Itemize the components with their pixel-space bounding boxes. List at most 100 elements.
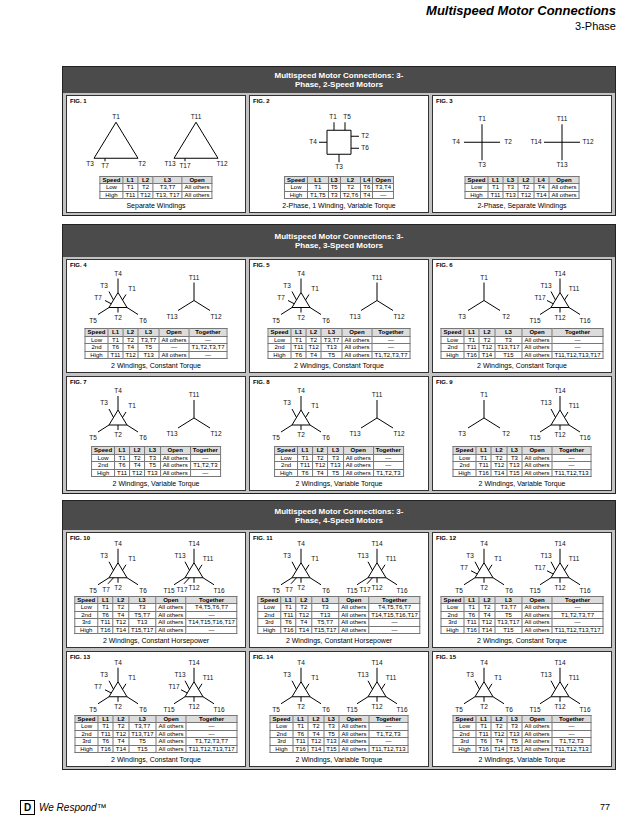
figure-number: FIG. 5 bbox=[253, 262, 270, 269]
connection-table: SpeedL1L2L3OpenTogetherLowT1T2T3,T7All o… bbox=[85, 328, 228, 359]
table-row: LowT1T2T3,T7All others— bbox=[85, 336, 227, 344]
table-cell: T4 bbox=[317, 470, 324, 476]
winding-lead bbox=[194, 418, 210, 428]
table-box: T3 bbox=[507, 723, 522, 731]
terminal-label: T15 bbox=[529, 706, 540, 714]
table-box: All others bbox=[522, 336, 552, 344]
table-row: SpeedL1L2L3OpenTogether bbox=[441, 596, 603, 604]
table-cell: T1 bbox=[480, 455, 487, 461]
winding-lead bbox=[560, 308, 561, 313]
winding-outline bbox=[368, 563, 386, 578]
table-cell: T13 bbox=[147, 470, 157, 476]
table-box: L1 bbox=[307, 176, 328, 184]
table-box: 2nd bbox=[75, 730, 98, 738]
table-cell: T6 bbox=[363, 184, 370, 190]
table-box: T12 bbox=[312, 462, 327, 470]
table-box: High bbox=[268, 351, 291, 359]
table-box: 2nd bbox=[268, 344, 291, 352]
winding-lead bbox=[386, 578, 397, 585]
terminal-label: T13 bbox=[164, 161, 175, 169]
table-row: 2ndT11T12T13All othersT14,T15,T16,T17 bbox=[258, 611, 420, 619]
table-box: — bbox=[369, 723, 408, 731]
table-cell: 2nd bbox=[98, 462, 108, 468]
table-box: Low bbox=[75, 723, 98, 731]
winding-lead bbox=[551, 562, 556, 571]
table-box: T5 bbox=[321, 351, 342, 359]
table-box: All others bbox=[339, 626, 369, 634]
table-box: L2 bbox=[479, 596, 494, 604]
terminal-label: T12 bbox=[371, 703, 382, 711]
table-cell: T1 bbox=[302, 455, 309, 461]
table-box: — bbox=[186, 723, 237, 731]
section-band: Multispeed Motor Connections: 3-Phase, 4… bbox=[63, 501, 615, 530]
table-cell: T12 bbox=[132, 470, 142, 476]
table-box: T11 bbox=[464, 344, 479, 352]
table-header: L3 bbox=[332, 447, 339, 453]
table-cell: All others bbox=[344, 337, 369, 343]
winding-lead bbox=[301, 549, 302, 563]
winding-lead bbox=[203, 578, 214, 585]
table-box: All others bbox=[156, 619, 186, 627]
table-box: All others bbox=[156, 723, 186, 731]
table-box: — bbox=[186, 626, 237, 634]
table-header: Open bbox=[163, 597, 178, 603]
table-cell: T1 bbox=[127, 184, 134, 190]
table-box: T3,T7 bbox=[129, 723, 156, 731]
table-box: Speed bbox=[441, 329, 464, 337]
terminal-label: T11 bbox=[372, 274, 383, 282]
winding-lead bbox=[292, 681, 297, 690]
table-row: HighT6T4T5All othersT1,T2,T3 bbox=[275, 469, 404, 477]
table-box: T2 bbox=[296, 604, 311, 612]
table-box: T5,T7 bbox=[311, 619, 338, 627]
winding-lead bbox=[464, 697, 475, 704]
table-box: High bbox=[75, 626, 98, 634]
table-box: T1,T2,T3,T7 bbox=[372, 351, 410, 359]
table-cell: All others bbox=[163, 455, 188, 461]
table-header: L1 bbox=[480, 716, 487, 722]
table-cell: T6 bbox=[102, 738, 109, 744]
terminal-label: T1 bbox=[494, 674, 502, 682]
table-cell: T2 bbox=[134, 455, 141, 461]
table-cell: All others bbox=[525, 723, 550, 729]
table-cell: T6 bbox=[102, 612, 109, 618]
winding-lead bbox=[292, 562, 297, 571]
table-cell: T11 bbox=[296, 738, 306, 744]
table-cell: — bbox=[380, 192, 386, 198]
terminal-label: T13 bbox=[556, 162, 567, 170]
table-cell: — bbox=[575, 344, 581, 350]
table-box: T4 bbox=[312, 469, 327, 477]
table-header: L1 bbox=[468, 329, 475, 335]
table-cell: T2 bbox=[484, 604, 491, 610]
table-box: T15,T17 bbox=[311, 626, 338, 634]
connection-table: SpeedL1L2L3OpenTogetherLowT1T2T3All othe… bbox=[441, 328, 604, 359]
connection-table: SpeedL1L2L3OpenTogetherLowT1T2T3All othe… bbox=[270, 715, 409, 754]
table-box: T3 bbox=[324, 723, 339, 731]
table-header: Speed bbox=[271, 329, 289, 335]
table-row: 2ndT11T12T13All others— bbox=[268, 344, 410, 352]
table-cell: T4,T5,T6,T7 bbox=[378, 604, 411, 610]
winding-lead bbox=[493, 697, 504, 704]
table-cell: T1 bbox=[480, 723, 487, 729]
table-header: L3 bbox=[145, 329, 152, 335]
terminal-label: T12 bbox=[371, 584, 382, 592]
table-box: — bbox=[372, 344, 410, 352]
table-cell: T1,T2,T3,T7 bbox=[195, 738, 228, 744]
winding-lead bbox=[377, 697, 378, 702]
winding-lead bbox=[560, 668, 561, 682]
table-box: T12 bbox=[306, 344, 321, 352]
table-header: L2 bbox=[118, 716, 125, 722]
table-box: T13,T17 bbox=[129, 730, 156, 738]
table-cell: Low bbox=[447, 604, 458, 610]
table-cell: T16 bbox=[296, 746, 306, 752]
terminal-label: T13 bbox=[540, 399, 551, 407]
winding-lead bbox=[118, 549, 119, 563]
table-box: Low bbox=[258, 604, 281, 612]
winding-lead bbox=[194, 668, 195, 682]
table-box: All others bbox=[342, 344, 372, 352]
table-box: T4 bbox=[534, 184, 549, 192]
winding-lead bbox=[493, 578, 504, 585]
table-box: L1 bbox=[476, 715, 491, 723]
winding-lead bbox=[569, 578, 580, 585]
terminal-label: T1 bbox=[311, 402, 319, 410]
table-cell: — bbox=[202, 455, 208, 461]
